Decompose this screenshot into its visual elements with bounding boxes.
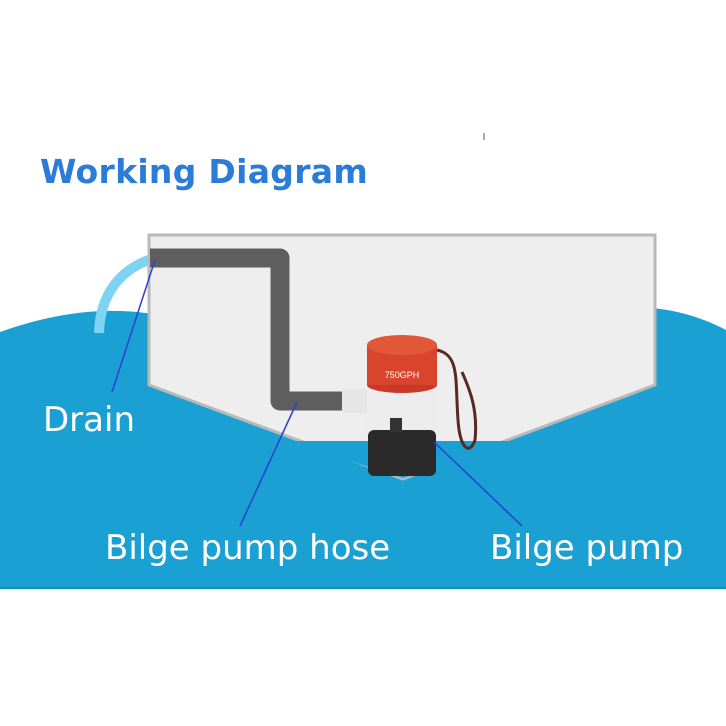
drain-label: Drain bbox=[43, 400, 135, 440]
pump-leader-line bbox=[433, 441, 523, 527]
hose-label: Bilge pump hose bbox=[105, 528, 391, 568]
bilge-pump-hose bbox=[150, 248, 346, 411]
drain-outflow bbox=[94, 253, 157, 334]
hose-leader-line bbox=[239, 401, 298, 527]
pump-marking: 750GPH bbox=[385, 370, 420, 380]
drain-leader-line bbox=[111, 259, 156, 393]
pump-cable bbox=[436, 348, 478, 450]
bilge-pump: 750GPH bbox=[342, 335, 478, 476]
pump-label: Bilge pump bbox=[490, 528, 684, 568]
page-title: Working Diagram bbox=[40, 152, 369, 191]
